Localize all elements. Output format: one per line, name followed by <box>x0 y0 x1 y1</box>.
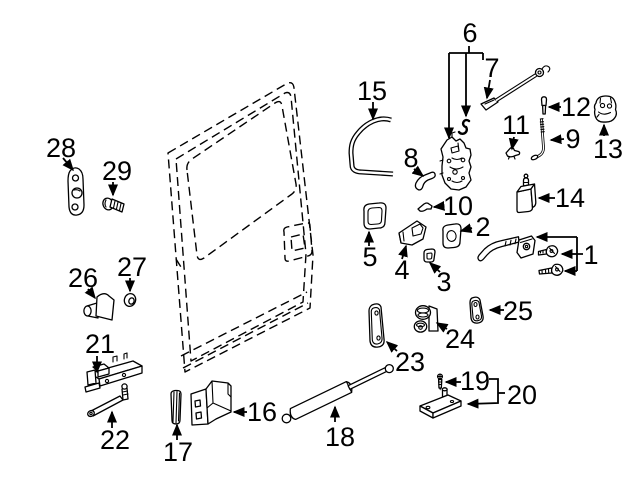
leader-10 <box>432 200 445 211</box>
door-molding-line <box>180 291 308 357</box>
part-25-cushion-pad <box>469 296 484 324</box>
part-13-lock-cylinder <box>593 95 618 123</box>
leader-4 <box>398 244 408 260</box>
callout-23: 23 <box>395 347 425 377</box>
leader-bracket-20 <box>466 378 499 409</box>
leader-3 <box>428 261 442 274</box>
callout-18: 18 <box>325 422 355 452</box>
callout-24: 24 <box>445 324 475 354</box>
callout-6: 6 <box>462 18 477 48</box>
leader-26 <box>84 286 96 300</box>
part-9-latch-rod <box>530 118 545 161</box>
callout-labels: 1 2 3 4 5 6 7 8 9 10 11 12 13 14 15 16 1… <box>46 18 623 467</box>
leader-7 <box>483 79 494 100</box>
callout-11: 11 <box>502 110 530 140</box>
leader-2 <box>459 223 473 234</box>
door-handle-cutout <box>283 222 313 262</box>
callout-20: 20 <box>507 380 537 410</box>
part-22-control-rod <box>87 383 129 418</box>
part-7-lock-rod <box>480 65 551 111</box>
callout-19: 19 <box>460 366 490 396</box>
callout-28: 28 <box>46 133 76 163</box>
part-16-hinge-bracket <box>190 380 232 426</box>
callout-4: 4 <box>394 255 409 285</box>
callout-3: 3 <box>436 267 451 297</box>
part-11-clip <box>505 146 521 160</box>
part-27-grommet <box>123 293 137 307</box>
door-molding-line <box>182 302 309 369</box>
leader-bracket-1 <box>576 237 583 271</box>
callout-10: 10 <box>443 191 473 221</box>
leader-28 <box>62 157 74 172</box>
part-18-gas-strut <box>281 363 394 424</box>
callout-13: 13 <box>593 134 623 164</box>
part-2-handle-gasket <box>442 223 462 249</box>
callout-16: 16 <box>247 397 277 427</box>
callout-21: 21 <box>85 329 115 359</box>
part-28-striker-plate <box>67 167 85 216</box>
part-4-latch-bracket <box>398 220 427 246</box>
leader-11 <box>508 136 519 151</box>
part-12-pin <box>540 96 548 115</box>
callout-17: 17 <box>163 437 193 467</box>
part-19-screw <box>436 373 444 391</box>
leader-lines <box>62 46 609 440</box>
part-8-lock-lever <box>414 171 436 191</box>
part-15-guide-channel <box>348 116 394 177</box>
callout-12: 12 <box>561 92 591 122</box>
callout-25: 25 <box>503 296 533 326</box>
part-1-outside-handle <box>477 235 536 262</box>
part-23-cushion-pad <box>368 303 385 348</box>
part-10-link-clip <box>417 202 433 212</box>
callout-8: 8 <box>403 143 418 173</box>
callout-5: 5 <box>362 242 377 272</box>
door-window-opening <box>186 100 297 261</box>
part-20-bracket-plate <box>419 387 462 419</box>
part-1-key-upper <box>537 245 559 258</box>
leader-23 <box>385 340 399 353</box>
callout-14: 14 <box>555 183 585 213</box>
part-24-roller-assembly <box>413 305 439 333</box>
callout-15: 15 <box>357 76 387 106</box>
part-6-door-lock-assembly <box>439 131 472 191</box>
callout-2: 2 <box>475 212 490 242</box>
part-26-wedge-stop <box>83 293 115 321</box>
callout-26: 26 <box>68 263 98 293</box>
callout-27: 27 <box>117 252 147 282</box>
leader-8 <box>411 165 425 177</box>
callout-9: 9 <box>565 124 580 154</box>
callout-22: 22 <box>100 425 130 455</box>
leader-9 <box>549 134 565 145</box>
sliding-door-panel-outline <box>167 81 314 373</box>
callout-1: 1 <box>583 240 598 270</box>
part-1-key-lower <box>538 263 564 276</box>
part-17-cushion-pad <box>170 389 182 425</box>
part-3-square-grommet <box>423 248 436 263</box>
leader-24 <box>435 322 449 333</box>
part-21-latch-track <box>84 352 143 393</box>
part-6-lock-hook <box>457 118 471 135</box>
part-29-screw <box>102 197 125 213</box>
callout-29: 29 <box>102 156 132 186</box>
part-5-bezel-gasket <box>363 202 387 230</box>
callout-7: 7 <box>484 53 499 83</box>
part-14-lock-actuator <box>516 173 537 214</box>
